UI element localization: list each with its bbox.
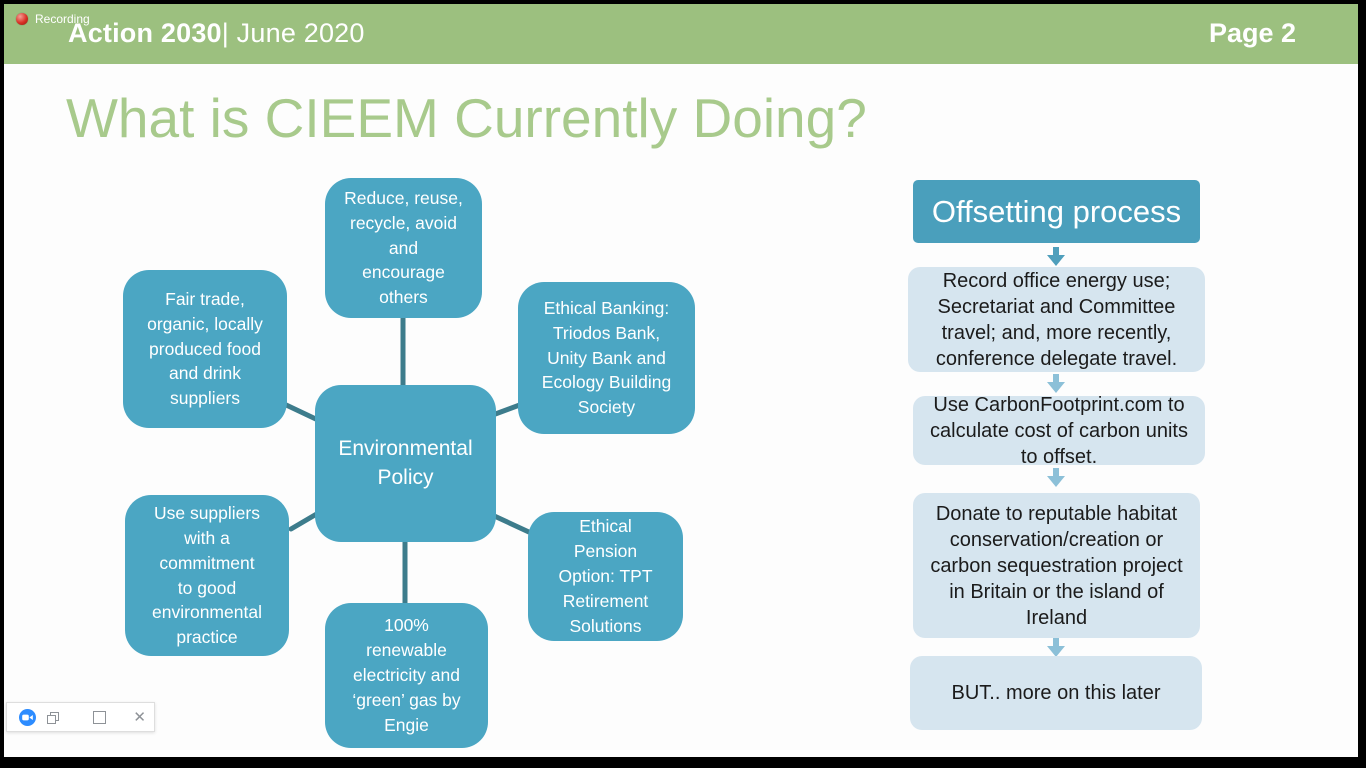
diagram-node-ethical-banking: Ethical Banking: Triodos Bank, Unity Ban… bbox=[518, 282, 695, 434]
offsetting-step-calculate: Use CarbonFootprint.com to calculate cos… bbox=[913, 394, 1205, 468]
slide-header-title-rest: | June 2020 bbox=[221, 18, 365, 48]
page-number: Page 2 bbox=[1208, 18, 1296, 48]
recording-indicator: Recording bbox=[16, 12, 90, 26]
slide-title: What is CIEEM Currently Doing? bbox=[66, 87, 867, 149]
flow-down-arrow-icon bbox=[1047, 374, 1065, 393]
diagram-node-fair-trade: Fair trade, organic, locally produced fo… bbox=[123, 270, 287, 428]
close-icon: ✕ bbox=[133, 709, 146, 726]
zoom-floating-toolbar: ✕ bbox=[6, 702, 155, 732]
offsetting-step-but-later: BUT.. more on this later bbox=[910, 656, 1202, 730]
slide-header-title-bold: Action 2030 bbox=[68, 18, 222, 48]
offsetting-process-title: Offsetting process bbox=[913, 180, 1200, 243]
diagram-node-use-suppliers: Use suppliers with a commitment to good … bbox=[125, 495, 289, 656]
slide-header-title: Action 2030| June 2020 bbox=[68, 18, 365, 49]
recording-label: Recording bbox=[35, 12, 90, 26]
zoom-maximize-button[interactable] bbox=[85, 703, 114, 731]
recording-dot-icon bbox=[16, 13, 28, 25]
zoom-video-button[interactable] bbox=[7, 703, 42, 731]
diagram-node-reduce-reuse: Reduce, reuse, recycle, avoid and encour… bbox=[325, 178, 482, 318]
flow-down-arrow-icon bbox=[1047, 638, 1065, 657]
shared-slide: Recording Action 2030| June 2020 Page 2 … bbox=[4, 4, 1358, 757]
flow-down-arrow-icon bbox=[1047, 247, 1065, 266]
offsetting-step-donate: Donate to reputable habitat conservation… bbox=[913, 493, 1200, 638]
flow-down-arrow-icon bbox=[1047, 468, 1065, 487]
diagram-node-renewable-energy: 100% renewable electricity and ‘green’ g… bbox=[325, 603, 488, 748]
maximize-icon bbox=[92, 710, 106, 724]
diagram-node-environmental-policy: Environmental Policy bbox=[315, 385, 496, 542]
offsetting-step-record: Record office energy use; Secretariat an… bbox=[908, 267, 1205, 372]
diagram-node-ethical-pension: Ethical Pension Option: TPT Retirement S… bbox=[528, 512, 683, 641]
zoom-video-icon bbox=[18, 708, 36, 726]
zoom-popout-button[interactable] bbox=[42, 703, 63, 731]
slide-header-bar: Recording Action 2030| June 2020 Page 2 bbox=[4, 4, 1358, 64]
popout-icon bbox=[46, 711, 59, 724]
zoom-close-button[interactable]: ✕ bbox=[125, 703, 154, 731]
